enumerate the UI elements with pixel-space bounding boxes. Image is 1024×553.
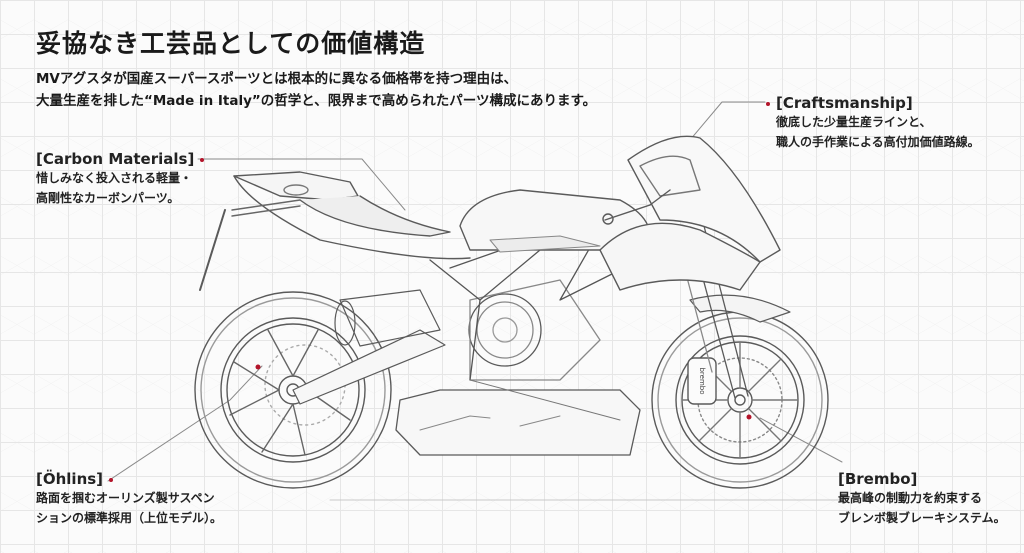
page-title: 妥協なき工芸品としての価値構造 [36,29,426,58]
marker-dot-icon [766,101,770,106]
callout-label: [Brembo] [838,470,918,488]
subtitle-line-2: 大量生産を排した“Made in Italy”の哲学と、限界まで高められたパーツ… [36,93,597,109]
callout-line: 高剛性なカーボンパーツ。 [36,191,180,205]
page-subtitle: MVアグスタが国産スーパースポーツとは根本的に異なる価格帯を持つ理由は、 大量生… [36,68,596,112]
engine [468,279,601,381]
callout-label: [Carbon Materials] [36,150,195,168]
callout-label: [Craftsmanship] [776,94,913,112]
callout-craftsmanship: [Craftsmanship] 徹底した少量生産ラインと、 職人の手作業による高… [760,94,980,152]
callout-line: 徹底した少量生産ラインと、 [776,115,932,129]
callout-line: 職人の手作業による高付加価値路線。 [776,135,980,149]
callout-label: [Öhlins] [36,470,104,488]
callout-markers [255,364,752,420]
tail-seat [199,171,471,291]
callout-line: ションの標準採用（上位モデル）。 [36,511,223,525]
callout-line: 惜しみなく投入される軽量・ [36,171,193,185]
front-wheel: brembo [651,311,829,489]
marker-dot-icon [200,157,205,162]
callout-line: ブレンボ製ブレーキシステム。 [838,511,1006,525]
swingarm [292,329,446,405]
belly-pan [395,389,641,456]
caliper-brand: brembo [698,367,706,394]
handlebar [602,189,671,225]
marker-dot-icon [109,477,114,482]
subtitle-line-1: MVアグスタが国産スーパースポーツとは根本的に異なる価格帯を持つ理由は、 [36,71,518,87]
callout-ohlins: [Öhlins] 路面を掴むオーリンズ製サスペン ションの標準採用（上位モデル）… [36,470,222,528]
callout-carbon-materials: [Carbon Materials] 惜しみなく投入される軽量・ 高剛性なカーボ… [36,150,210,208]
front-fairing [599,135,781,291]
exhaust [339,289,441,347]
front-fender [689,294,791,323]
callout-line: 最高峰の制動力を約束する [838,491,983,505]
callout-brembo: [Brembo] 最高峰の制動力を約束する ブレンボ製ブレーキシステム。 [838,470,1006,528]
callout-line: 路面を掴むオーリンズ製サスペン [36,491,215,505]
